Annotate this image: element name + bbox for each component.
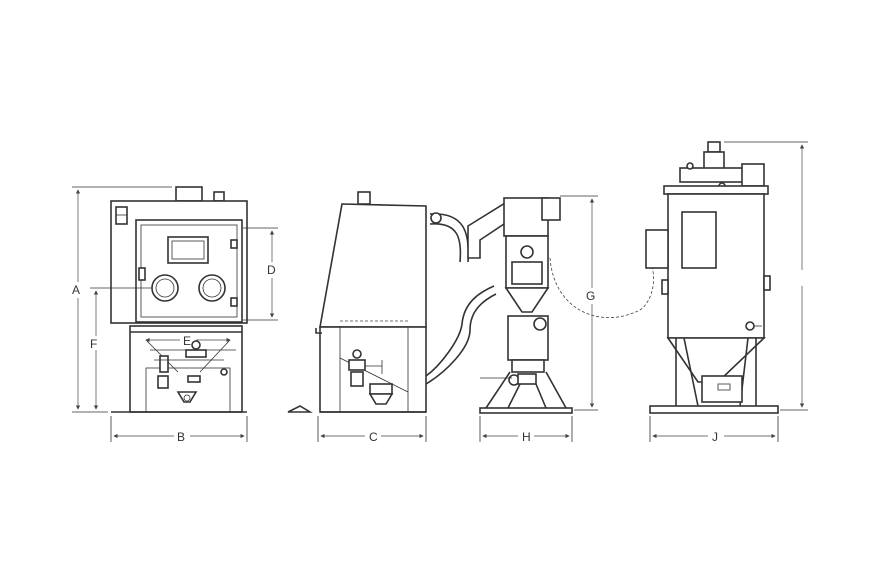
cabinet-side-view: [287, 191, 427, 413]
dimension-a: A: [72, 186, 172, 413]
dimension-c: C: [317, 416, 427, 444]
cabinet-front-view: [110, 186, 248, 413]
dimension-h: H: [479, 416, 573, 444]
dimension-e-label: E: [183, 334, 191, 348]
cyclone-reclaimer-view: [425, 197, 654, 414]
dimension-d: D: [243, 227, 278, 321]
dimension-e: E: [145, 334, 231, 348]
dimension-a-label: A: [72, 283, 80, 297]
dimension-b: B: [110, 416, 248, 444]
dimension-g: G: [560, 195, 598, 411]
dimension-j: J: [649, 416, 779, 444]
dimension-b-label: B: [177, 430, 185, 444]
dimension-g-label: G: [586, 289, 595, 303]
dimension-dust-collector-height: [724, 141, 808, 411]
dust-collector-view: [645, 141, 779, 414]
dimension-f: F: [90, 287, 152, 410]
dimension-d-label: D: [267, 263, 276, 277]
dimension-j-label: J: [712, 430, 718, 444]
dimension-f-label: F: [90, 337, 97, 351]
dimension-h-label: H: [522, 430, 531, 444]
dimension-c-label: C: [369, 430, 378, 444]
